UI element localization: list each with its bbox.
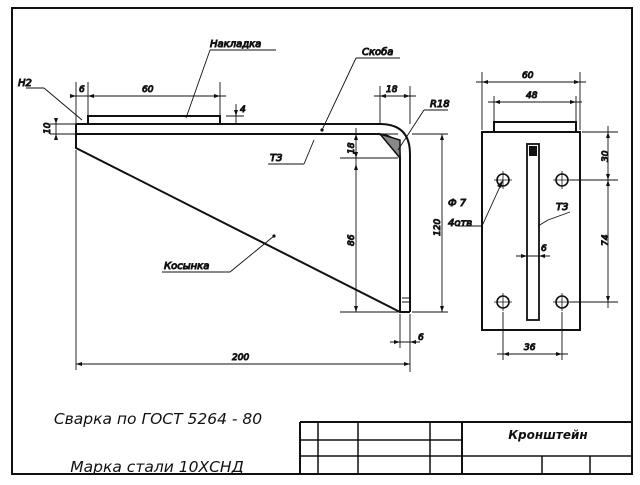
dim-18-side: 18 bbox=[347, 142, 357, 154]
corner-gusset bbox=[377, 132, 401, 161]
dim-6-bottom: 6 bbox=[418, 333, 424, 343]
gusset bbox=[75, 134, 401, 313]
label-kosynka: Косынка bbox=[164, 261, 209, 272]
label-skoba: Скоба bbox=[362, 46, 393, 58]
dim-18-top: 18 bbox=[386, 85, 398, 95]
side-overlay-plate bbox=[493, 121, 577, 133]
strap-outer bbox=[76, 123, 411, 312]
dim-60-right: 60 bbox=[522, 71, 534, 81]
steel-grade-note: Марка стали 10ХСНД bbox=[70, 458, 244, 476]
dim-6-slot: 6 bbox=[541, 244, 547, 254]
dim-10: 10 bbox=[43, 122, 53, 134]
dim-200: 200 bbox=[232, 353, 249, 363]
dim-48: 48 bbox=[526, 91, 538, 101]
front-view: Накладка Скоба Н2 Т3 R18 Косынка 6 60 4 … bbox=[18, 39, 450, 372]
mount-holes bbox=[496, 173, 569, 309]
label-hole-count: 4отв bbox=[448, 218, 472, 229]
dim-74: 74 bbox=[601, 234, 611, 246]
dim-120: 120 bbox=[433, 219, 443, 236]
sheet-frame bbox=[11, 7, 633, 475]
dim-86: 86 bbox=[347, 234, 357, 246]
label-hole-diameter: Ф 7 bbox=[448, 198, 467, 209]
side-plate bbox=[481, 131, 581, 331]
label-h2: Н2 bbox=[18, 78, 32, 89]
dim-30: 30 bbox=[601, 150, 611, 162]
dim-4: 4 bbox=[240, 105, 246, 115]
strap-inner bbox=[76, 133, 410, 313]
title-block bbox=[299, 421, 632, 474]
label-t3-front: Т3 bbox=[270, 153, 282, 164]
dim-6-top: 6 bbox=[79, 85, 85, 95]
dim-36: 36 bbox=[524, 343, 536, 353]
welding-note: Сварка по ГОСТ 5264 - 80 bbox=[53, 410, 263, 428]
label-nakladka: Накладка bbox=[210, 39, 261, 50]
overlay-plate bbox=[87, 115, 221, 125]
side-view: 60 48 30 74 6 36 Ф 7 4отв Т3 bbox=[448, 71, 618, 360]
slot bbox=[526, 143, 540, 321]
dim-60-top: 60 bbox=[142, 85, 154, 95]
title-block-title: Кронштейн bbox=[508, 428, 588, 442]
label-t3-side: Т3 bbox=[556, 202, 568, 213]
label-radius: R18 bbox=[430, 99, 450, 110]
